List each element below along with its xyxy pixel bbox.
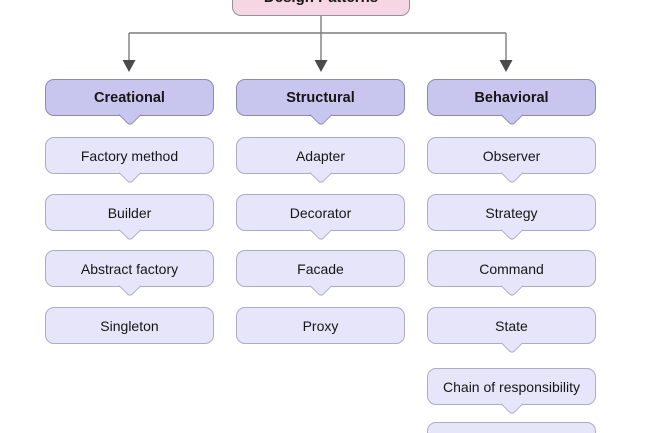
pattern-node-partial-cutoff	[427, 422, 596, 433]
tail-down-icon	[309, 274, 332, 298]
pattern-node-label: Abstract factory	[80, 260, 179, 277]
tail-down-icon	[118, 103, 141, 127]
category-node-behavioral: Behavioral	[427, 79, 596, 127]
tail-down-icon	[500, 392, 523, 416]
category-node-structural: Structural	[236, 79, 405, 127]
pattern-node-factory-method: Factory method	[45, 137, 214, 185]
arrowhead-down-icon	[499, 60, 513, 72]
pattern-node-decorator: Decorator	[236, 194, 405, 242]
pattern-node-proxy: Proxy	[236, 307, 405, 344]
arrowhead-down-icon	[122, 60, 136, 72]
category-label: Behavioral	[474, 89, 549, 106]
category-label: Creational	[94, 89, 165, 106]
tail-down-icon	[118, 218, 141, 242]
pattern-node-builder: Builder	[45, 194, 214, 242]
pattern-node-label: Singleton	[100, 317, 159, 334]
pattern-node-label: Strategy	[485, 204, 538, 221]
tail-down-icon	[309, 218, 332, 242]
tail-down-icon	[309, 161, 332, 185]
pattern-node-label: Factory method	[80, 147, 179, 164]
arrowhead-down-icon	[314, 60, 328, 72]
pattern-node-adapter: Adapter	[236, 137, 405, 185]
tail-down-icon	[500, 331, 523, 355]
pattern-node-observer: Observer	[427, 137, 596, 185]
pattern-node-label: Builder	[107, 204, 152, 221]
category-node-creational: Creational	[45, 79, 214, 127]
pattern-node-abstract-factory: Abstract factory	[45, 250, 214, 298]
pattern-node-label: Proxy	[302, 317, 339, 334]
tree-branch-lines	[128, 16, 507, 62]
tail-down-icon	[118, 161, 141, 185]
tail-down-icon	[500, 161, 523, 185]
pattern-node-facade: Facade	[236, 250, 405, 298]
category-label: Structural	[286, 89, 355, 106]
pattern-node-label: Observer	[482, 147, 541, 164]
tail-down-icon	[309, 103, 332, 127]
tail-down-icon	[500, 274, 523, 298]
tail-down-icon	[500, 218, 523, 242]
pattern-node-command: Command	[427, 250, 596, 298]
pattern-node-label: Chain of responsibility	[443, 378, 580, 395]
pattern-node-label: Decorator	[289, 204, 352, 221]
tail-down-icon	[118, 274, 141, 298]
pattern-node-label: Adapter	[295, 147, 346, 164]
pattern-node-chain-of-responsibility: Chain of responsibility	[427, 368, 596, 416]
root-node-label: Design Patterns	[264, 0, 378, 6]
pattern-node-label: Facade	[297, 260, 344, 277]
pattern-node-state: State	[427, 307, 596, 355]
tail-down-icon	[500, 103, 523, 127]
pattern-node-strategy: Strategy	[427, 194, 596, 242]
pattern-node-label: State	[495, 317, 528, 334]
pattern-node-label: Command	[479, 260, 544, 277]
pattern-node-singleton: Singleton	[45, 307, 214, 344]
root-node-design-patterns: Design Patterns	[232, 0, 410, 16]
